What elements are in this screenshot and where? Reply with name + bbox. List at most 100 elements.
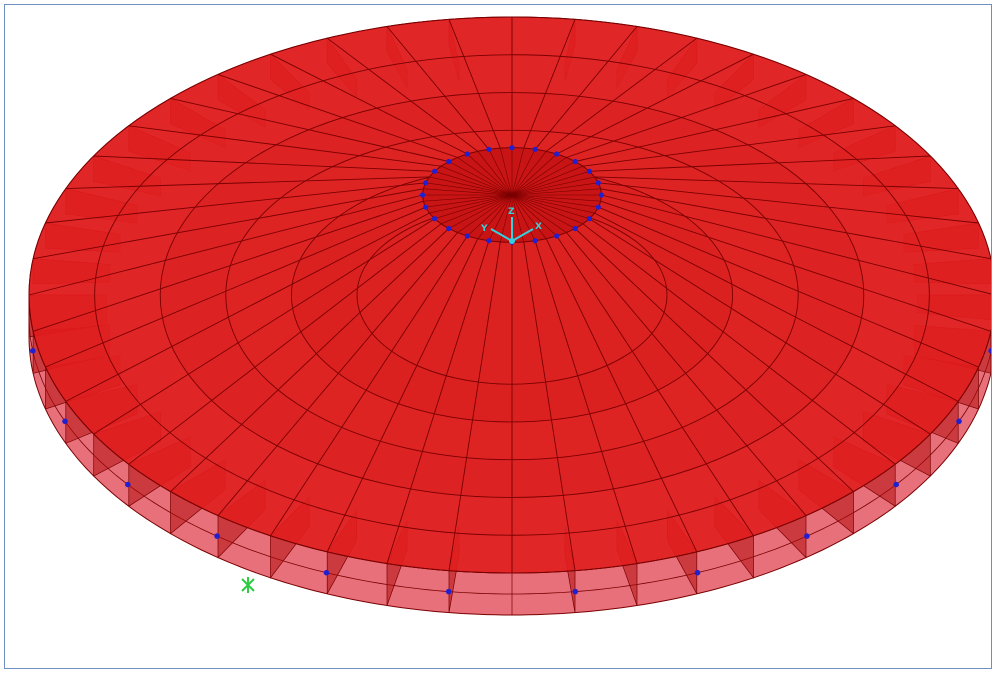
center-spoke-20: [434, 194, 513, 219]
center-spoke-1: [511, 194, 601, 202]
center-joint-22: [586, 168, 593, 174]
radial-rib-17: [217, 232, 458, 516]
center-spoke-15: [477, 194, 513, 239]
center-spoke-40: [511, 153, 557, 196]
selected-joint-marker[interactable]: [241, 577, 255, 593]
radial-rib-2: [598, 206, 979, 368]
axis-x-line: [511, 228, 534, 242]
center-spoke-47: [511, 188, 601, 196]
center-spoke-44: [511, 171, 590, 196]
radial-rib-6: [574, 228, 854, 492]
radial-rib-3: [594, 212, 959, 402]
radial-rib-32: [270, 53, 468, 155]
center-joint-18: [509, 145, 515, 151]
axis-z-label: Z: [508, 207, 515, 217]
support-joint-3: [804, 533, 810, 539]
support-joint-10: [62, 418, 68, 425]
center-joint-10: [432, 216, 438, 222]
axis-origin: [509, 238, 515, 244]
center-spoke-27: [429, 176, 513, 196]
center-spoke-38: [511, 149, 536, 196]
center-spoke-42: [511, 161, 576, 196]
center-joint-9: [446, 225, 452, 232]
center-joint-23: [595, 180, 601, 186]
radial-rib-7: [566, 232, 807, 516]
radial-rib-46: [598, 182, 979, 224]
center-joint-11: [423, 204, 429, 210]
center-spoke-10: [511, 194, 536, 241]
center-joint-14: [432, 168, 438, 174]
center-spoke-14: [488, 194, 513, 241]
center-spoke-17: [457, 194, 513, 233]
support-joint-7: [323, 569, 330, 576]
center-spoke-21: [429, 194, 513, 214]
radial-rib-4: [589, 218, 931, 435]
radial-rib-38: [534, 26, 638, 150]
center-spoke-35: [500, 148, 513, 196]
center-spoke-28: [434, 171, 513, 196]
center-spoke-6: [511, 194, 576, 229]
center-joint-2: [586, 216, 593, 222]
center-joint-8: [464, 233, 470, 239]
center-spoke-34: [488, 149, 513, 196]
radial-rib-5: [582, 223, 896, 465]
center-spoke-33: [477, 151, 513, 196]
center-spoke-11: [511, 194, 524, 242]
center-spoke-46: [511, 182, 599, 196]
radial-rib-0: [601, 194, 991, 295]
radial-rib-18: [170, 228, 450, 492]
axis-y-label: Y: [480, 224, 488, 234]
joint-layer: [30, 145, 991, 595]
center-spoke-43: [511, 165, 584, 196]
center-spoke-9: [511, 194, 547, 239]
axis-x-label: X: [535, 222, 542, 232]
center-spoke-4: [511, 194, 590, 219]
center-spoke-3: [511, 194, 595, 214]
radial-rib-41: [566, 73, 807, 158]
radial-rib-28: [93, 155, 435, 172]
radial-rib-26: [45, 182, 426, 224]
center-joint-16: [464, 151, 470, 157]
center-spoke-16: [467, 194, 513, 237]
radial-rib-35: [448, 19, 501, 149]
radial-rib-14: [386, 240, 490, 564]
slab-top-layer: [28, 16, 991, 574]
center-joint-3: [572, 225, 578, 232]
center-joint-0: [598, 192, 605, 198]
model-viewport[interactable]: X Y Z: [4, 4, 992, 669]
center-spoke-29: [440, 165, 513, 196]
support-joint-9: [125, 481, 131, 488]
radial-rib-11: [523, 241, 576, 571]
radial-rib-13: [448, 241, 501, 571]
center-spoke-7: [511, 194, 567, 233]
radial-rib-30: [170, 97, 449, 162]
radial-rib-33: [326, 37, 479, 152]
center-spoke-2: [511, 194, 599, 208]
center-spoke-13: [500, 194, 513, 242]
support-joint-11: [30, 348, 36, 354]
support-joint-2: [893, 481, 899, 488]
radial-rib-42: [575, 97, 854, 162]
radial-rib-37: [523, 19, 576, 149]
center-spoke-8: [511, 194, 557, 237]
radial-rib-15: [326, 238, 479, 552]
center-joint-7: [486, 238, 492, 244]
radial-rib-23: [32, 200, 424, 332]
radial-rib-47: [600, 188, 991, 260]
center-spoke-23: [423, 194, 513, 202]
center-spoke-31: [457, 157, 513, 196]
support-joint-0: [988, 348, 991, 354]
radial-rib-45: [594, 176, 959, 190]
center-spoke-30: [448, 161, 513, 196]
center-spoke-19: [440, 194, 513, 225]
model-3d-view[interactable]: X Y Z: [5, 5, 991, 668]
center-joint-13: [423, 180, 429, 186]
center-joint-20: [554, 151, 560, 157]
center-spoke-37: [511, 148, 524, 196]
radial-rib-25: [33, 188, 424, 260]
support-joint-1: [956, 418, 962, 425]
radial-rib-31: [217, 73, 458, 158]
center-joint-15: [446, 158, 452, 165]
radial-rib-8: [556, 235, 754, 537]
center-spoke-39: [511, 151, 547, 196]
